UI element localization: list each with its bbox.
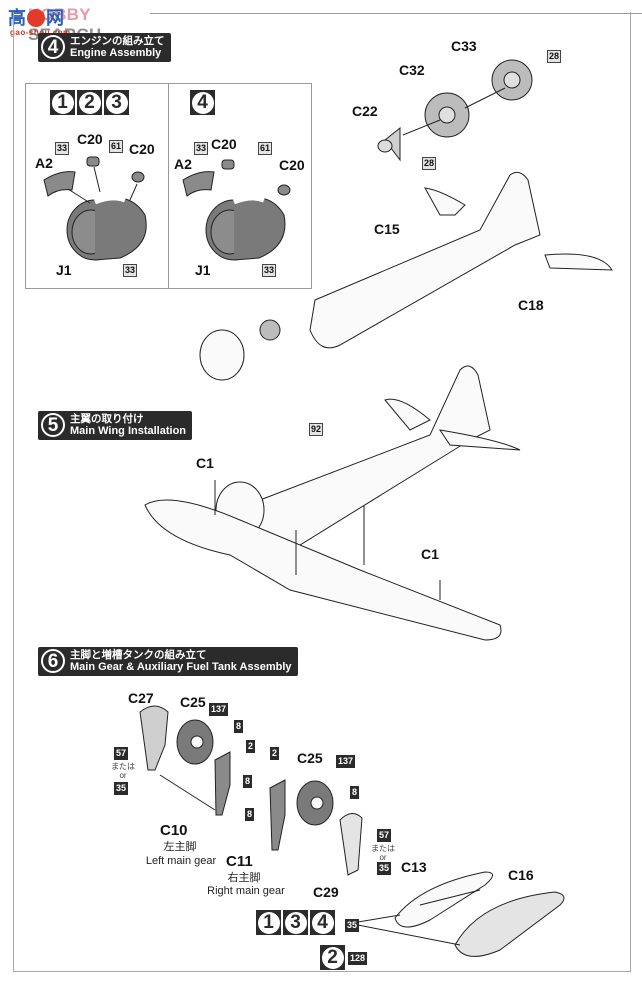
part-label-c25: C25 bbox=[180, 694, 206, 710]
paint-ref: 33 bbox=[262, 264, 277, 277]
part-label-c32: C32 bbox=[399, 62, 425, 78]
paint-ref: 28 bbox=[422, 157, 437, 170]
paint-ref: 8 bbox=[234, 720, 244, 733]
version-badge: 1 bbox=[50, 90, 75, 115]
paint-ref: 61 bbox=[109, 140, 124, 153]
version-badge: 4 bbox=[190, 90, 215, 115]
paint-ref: 33 bbox=[55, 142, 70, 155]
paint-ref: 57 bbox=[114, 747, 129, 760]
part-label-c15: C15 bbox=[374, 221, 400, 237]
thumbs-up-icon bbox=[27, 9, 45, 27]
part-label-c16: C16 bbox=[508, 867, 534, 883]
part-label-c20: C20 bbox=[211, 136, 237, 152]
top-rule bbox=[150, 13, 642, 14]
part-label-c33: C33 bbox=[451, 38, 477, 54]
paint-ref: 33 bbox=[194, 142, 209, 155]
page-frame bbox=[13, 12, 631, 972]
part-label-j1: J1 bbox=[195, 262, 211, 278]
step-title-en: Engine Assembly bbox=[70, 47, 162, 60]
version-badge: 3 bbox=[104, 90, 129, 115]
paint-ref: 61 bbox=[258, 142, 273, 155]
step-title-jp: 主翼の取り付け bbox=[70, 413, 144, 425]
version-badge: 3 bbox=[283, 910, 308, 935]
variant-badges-1-2-3: 1 2 3 bbox=[50, 90, 129, 115]
paint-ref: 137 bbox=[209, 703, 229, 716]
paint-ref: 8 bbox=[350, 786, 360, 799]
paint-ref: 35 bbox=[377, 862, 392, 875]
part-label-c22: C22 bbox=[352, 103, 378, 119]
part-label-j1: J1 bbox=[56, 262, 72, 278]
part-label-c1: C1 bbox=[196, 455, 214, 471]
paint-ref: 35 bbox=[114, 782, 129, 795]
step-4-header: 4 エンジンの組み立て Engine Assembly bbox=[38, 33, 171, 62]
gear-caption-jp: 左主脚 bbox=[163, 841, 197, 853]
paint-ref: 2 bbox=[270, 747, 280, 760]
watermark-url: gao-shou.com bbox=[10, 28, 71, 37]
step-number: 4 bbox=[41, 35, 65, 60]
version-badge: 2 bbox=[77, 90, 102, 115]
part-label-c20: C20 bbox=[279, 157, 305, 173]
paint-ref: 57 bbox=[377, 829, 392, 842]
part-label-a2: A2 bbox=[35, 155, 53, 171]
paint-ref: 35 bbox=[345, 919, 360, 932]
step-number: 6 bbox=[41, 649, 65, 674]
part-label-c27: C27 bbox=[128, 690, 154, 706]
step-number: 5 bbox=[41, 413, 65, 438]
gaoshou-logo: 高网 bbox=[8, 8, 64, 28]
part-label-c20: C20 bbox=[129, 141, 155, 157]
variant-badges-4: 4 bbox=[190, 90, 215, 115]
variant-badges-1-3-4: 1 3 4 bbox=[256, 910, 335, 935]
gear-caption-en: Right main gear bbox=[207, 885, 285, 897]
paint-ref: 28 bbox=[547, 50, 562, 63]
gear-caption-en: Left main gear bbox=[145, 855, 217, 867]
version-badge: 2 bbox=[320, 945, 345, 970]
step-title-en: Main Wing Installation bbox=[70, 425, 187, 438]
step-5-header: 5 主翼の取り付け Main Wing Installation bbox=[38, 411, 193, 440]
version-badge: 4 bbox=[310, 910, 335, 935]
step-title-jp: 主脚と増槽タンクの組み立て bbox=[70, 649, 207, 661]
paint-ref: 2 bbox=[246, 740, 256, 753]
version-badge: 1 bbox=[256, 910, 281, 935]
part-label-c29: C29 bbox=[313, 884, 339, 900]
paint-ref: 137 bbox=[336, 755, 356, 768]
paint-ref: 33 bbox=[123, 264, 138, 277]
part-label-a2: A2 bbox=[174, 156, 192, 172]
part-label-c1: C1 bbox=[421, 546, 439, 562]
part-label-c13: C13 bbox=[401, 859, 427, 875]
paint-ref: 128 bbox=[348, 952, 368, 965]
part-label-c20: C20 bbox=[77, 131, 103, 147]
part-label-c10: C10 bbox=[160, 822, 188, 839]
variant-badges-2: 2 bbox=[320, 945, 345, 970]
paint-ref: 8 bbox=[243, 775, 253, 788]
part-label-c18: C18 bbox=[518, 297, 544, 313]
paint-ref: 8 bbox=[245, 808, 255, 821]
part-label-c11: C11 bbox=[226, 853, 253, 870]
paint-ref: 92 bbox=[309, 423, 324, 436]
part-label-c25: C25 bbox=[297, 750, 323, 766]
step-title-jp: エンジンの組み立て bbox=[70, 35, 165, 47]
gear-caption-jp: 右主脚 bbox=[227, 872, 261, 884]
variant-divider bbox=[168, 84, 169, 288]
step-title-en: Main Gear & Auxiliary Fuel Tank Assembly bbox=[70, 661, 292, 674]
step-6-header: 6 主脚と増槽タンクの組み立て Main Gear & Auxiliary Fu… bbox=[38, 647, 298, 676]
